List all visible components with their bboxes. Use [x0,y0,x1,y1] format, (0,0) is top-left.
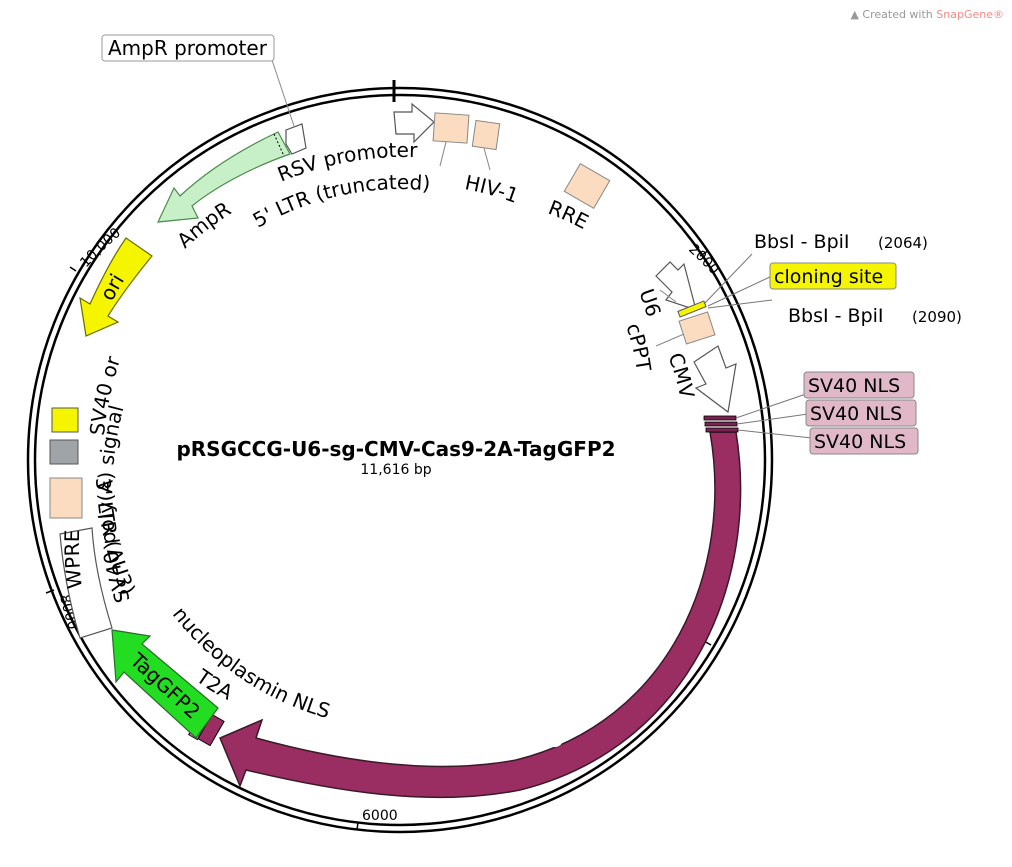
tick-mark-8000 [45,589,55,594]
wpre-label: WPRE [60,529,87,590]
hiv-psi-label: HIV-1 Ψ [0,0,528,210]
cas9-feature [219,431,742,799]
cloning-site-callout [707,275,773,307]
nls-2-callout [736,413,809,425]
nls-1-label: SV40 NLS [808,375,900,397]
sv40-ori-label: SV40 ori [0,0,125,437]
bbsi-1-callout [703,253,753,305]
ltr5-callout [439,141,447,167]
nls-3-box [809,427,919,455]
cppt-label: cPPT [621,320,656,374]
plasmid-length: 11,616 bp [360,462,431,478]
tick-label-6000: 6000 [362,808,398,824]
watermark-brand: SnapGene® [936,8,1004,21]
nls-3-label: SV40 NLS [814,431,906,453]
hiv-psi-feature [471,119,501,151]
tick-mark-10000 [69,266,77,272]
sv40-nls-segment [703,415,737,421]
sv40-polya-feature [49,439,79,465]
sv40-nls-segment [705,427,739,433]
watermark-prefix: Created with [862,8,937,21]
ori-feature [79,237,153,337]
ltr5-label: 5' LTR (truncated) [249,170,432,232]
bbsi-2-label: BbsI - BpiI [788,305,884,327]
cloning-site-feature [677,300,707,318]
cloning-site-box [769,262,897,290]
wpre-feature [59,527,113,639]
nls-2-label: SV40 NLS [810,403,902,425]
bbsi-2-callout [707,299,773,309]
hiv-psi-callout [483,147,491,171]
ltr3-feature [49,477,83,519]
amp-r-promoter-label: AmpR promoter [108,36,268,60]
cmv-label: CMV [663,349,699,400]
nls-3-callout [737,429,813,439]
nls-2-box [805,399,917,427]
bbsi-1-label: BbsI - BpiI [754,231,850,253]
u6-callout [659,289,677,303]
bbsi-1-position: (2064) [878,234,928,252]
cloning-site-label: cloning site [774,266,883,288]
snapgene-watermark: ▲ Created with SnapGene® [850,8,1004,21]
amp-r-promoter-boundary [273,133,285,157]
sv40-nls-segment [704,421,738,427]
rsv-promoter-feature [393,102,435,144]
amp-r-feature [157,131,291,223]
plasmid-name: pRSGCCG-U6-sg-CMV-Cas9-2A-TagGFP2 [176,437,615,461]
cppt-callout [655,333,685,347]
tick-mark-2000 [699,250,709,257]
nls-1-box [803,371,915,399]
backbone-inner [33,93,767,827]
amp-r-promoter-callout [271,59,295,127]
rre-feature [563,162,611,210]
tick-mark-6000 [356,821,359,831]
cppt-feature [678,311,716,345]
bbsi-2-position: (2090) [912,308,962,326]
sv40-ori-feature [51,407,79,433]
cmv-feature [693,345,737,414]
taggfp2-feature [111,629,219,739]
u6-feature [655,261,697,311]
amp-r-promoter-feature [285,123,307,155]
nls-1-callout [735,393,807,419]
amp-r-promoter-box [101,34,275,62]
ltr5-feature [432,112,470,144]
backbone-outer [26,86,774,834]
watermark-icon: ▲ [850,8,863,21]
